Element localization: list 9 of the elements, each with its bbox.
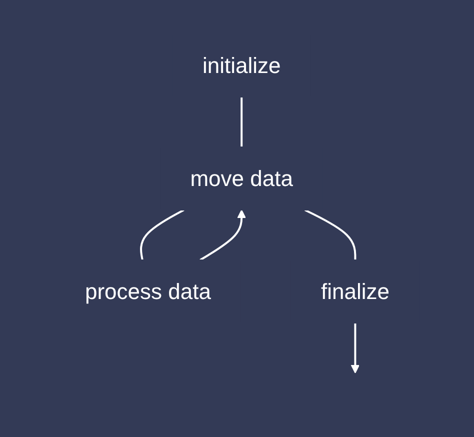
connector	[304, 209, 356, 260]
arrow	[199, 210, 246, 261]
connector	[240, 97, 242, 147]
arrow	[350, 323, 360, 374]
node-text: move data	[190, 166, 293, 191]
node-text: finalize	[320, 279, 390, 304]
node-text: initialize	[202, 53, 280, 78]
node-text: process data	[84, 279, 211, 304]
connector	[140, 209, 184, 260]
